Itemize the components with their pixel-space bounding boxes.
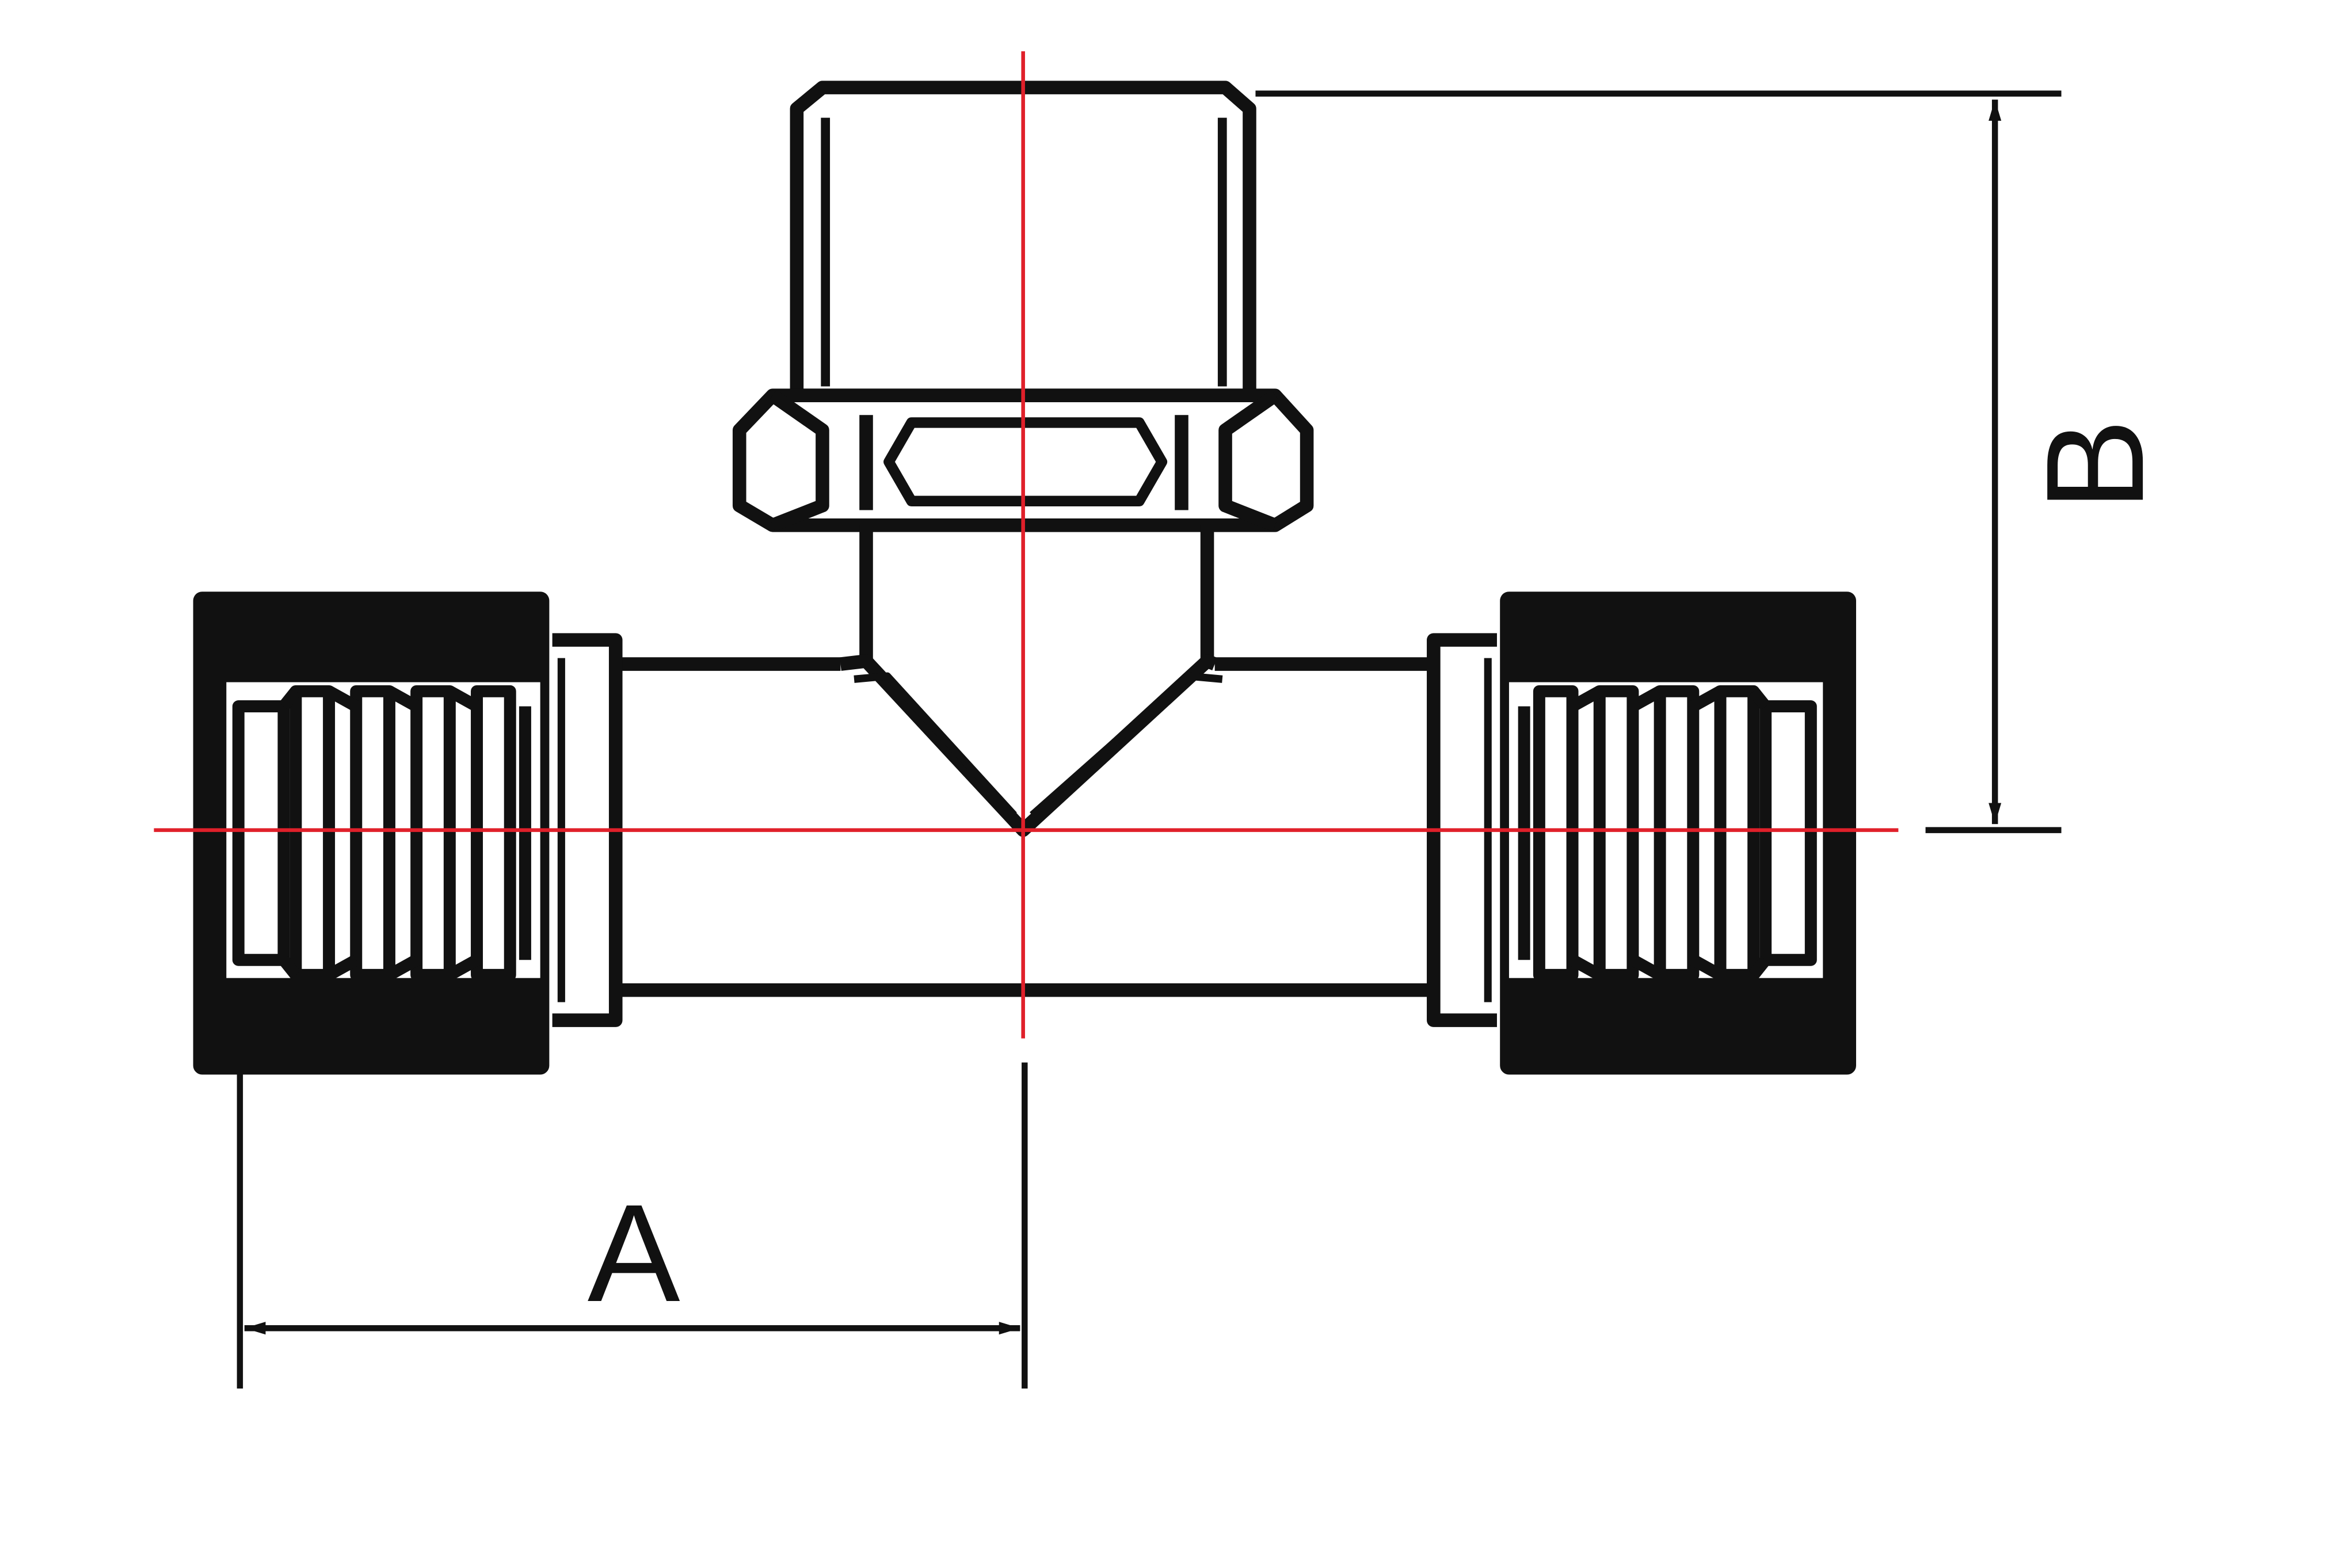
- hex-nut-right-face: [1218, 390, 1279, 532]
- left-compression-nut: [193, 592, 550, 1075]
- centerlines: [154, 51, 1899, 1039]
- right-compression-nut: [1500, 592, 1856, 1075]
- dimension-b-label: B: [2018, 418, 2173, 511]
- branch-neck: [840, 525, 1223, 837]
- right-nut-threads: [1518, 685, 1817, 981]
- dimension-b: [1255, 90, 2062, 833]
- left-nut-threads: [232, 685, 531, 981]
- hex-nut: [732, 388, 1314, 532]
- cone-inner-left: [854, 672, 1017, 818]
- dimension-a: [237, 989, 1028, 1389]
- hex-center-face: [883, 417, 1168, 506]
- cone-inner-right: [1030, 672, 1223, 818]
- hex-nut-left-face: [768, 390, 829, 532]
- dimension-a-label: A: [588, 1176, 680, 1331]
